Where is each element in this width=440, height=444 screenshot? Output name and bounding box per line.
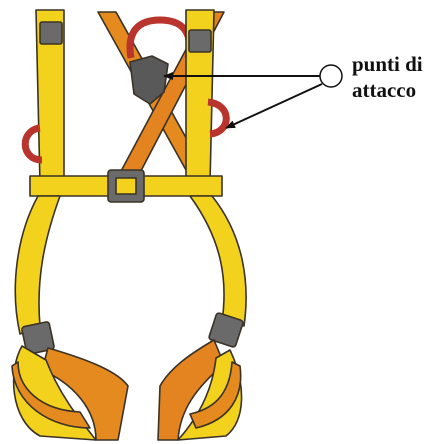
waist-loop-right (190, 196, 246, 326)
waist-loop-left (15, 196, 60, 334)
harness-illustration (12, 10, 246, 440)
callout-label-line1: punti di (352, 52, 423, 77)
shoulder-buckle-right (189, 30, 211, 52)
arrow-to-side-ring (226, 84, 322, 128)
shoulder-buckle-left (40, 22, 62, 44)
callout-circle-icon (320, 65, 342, 87)
callout-label-line2: attacco (352, 78, 416, 103)
